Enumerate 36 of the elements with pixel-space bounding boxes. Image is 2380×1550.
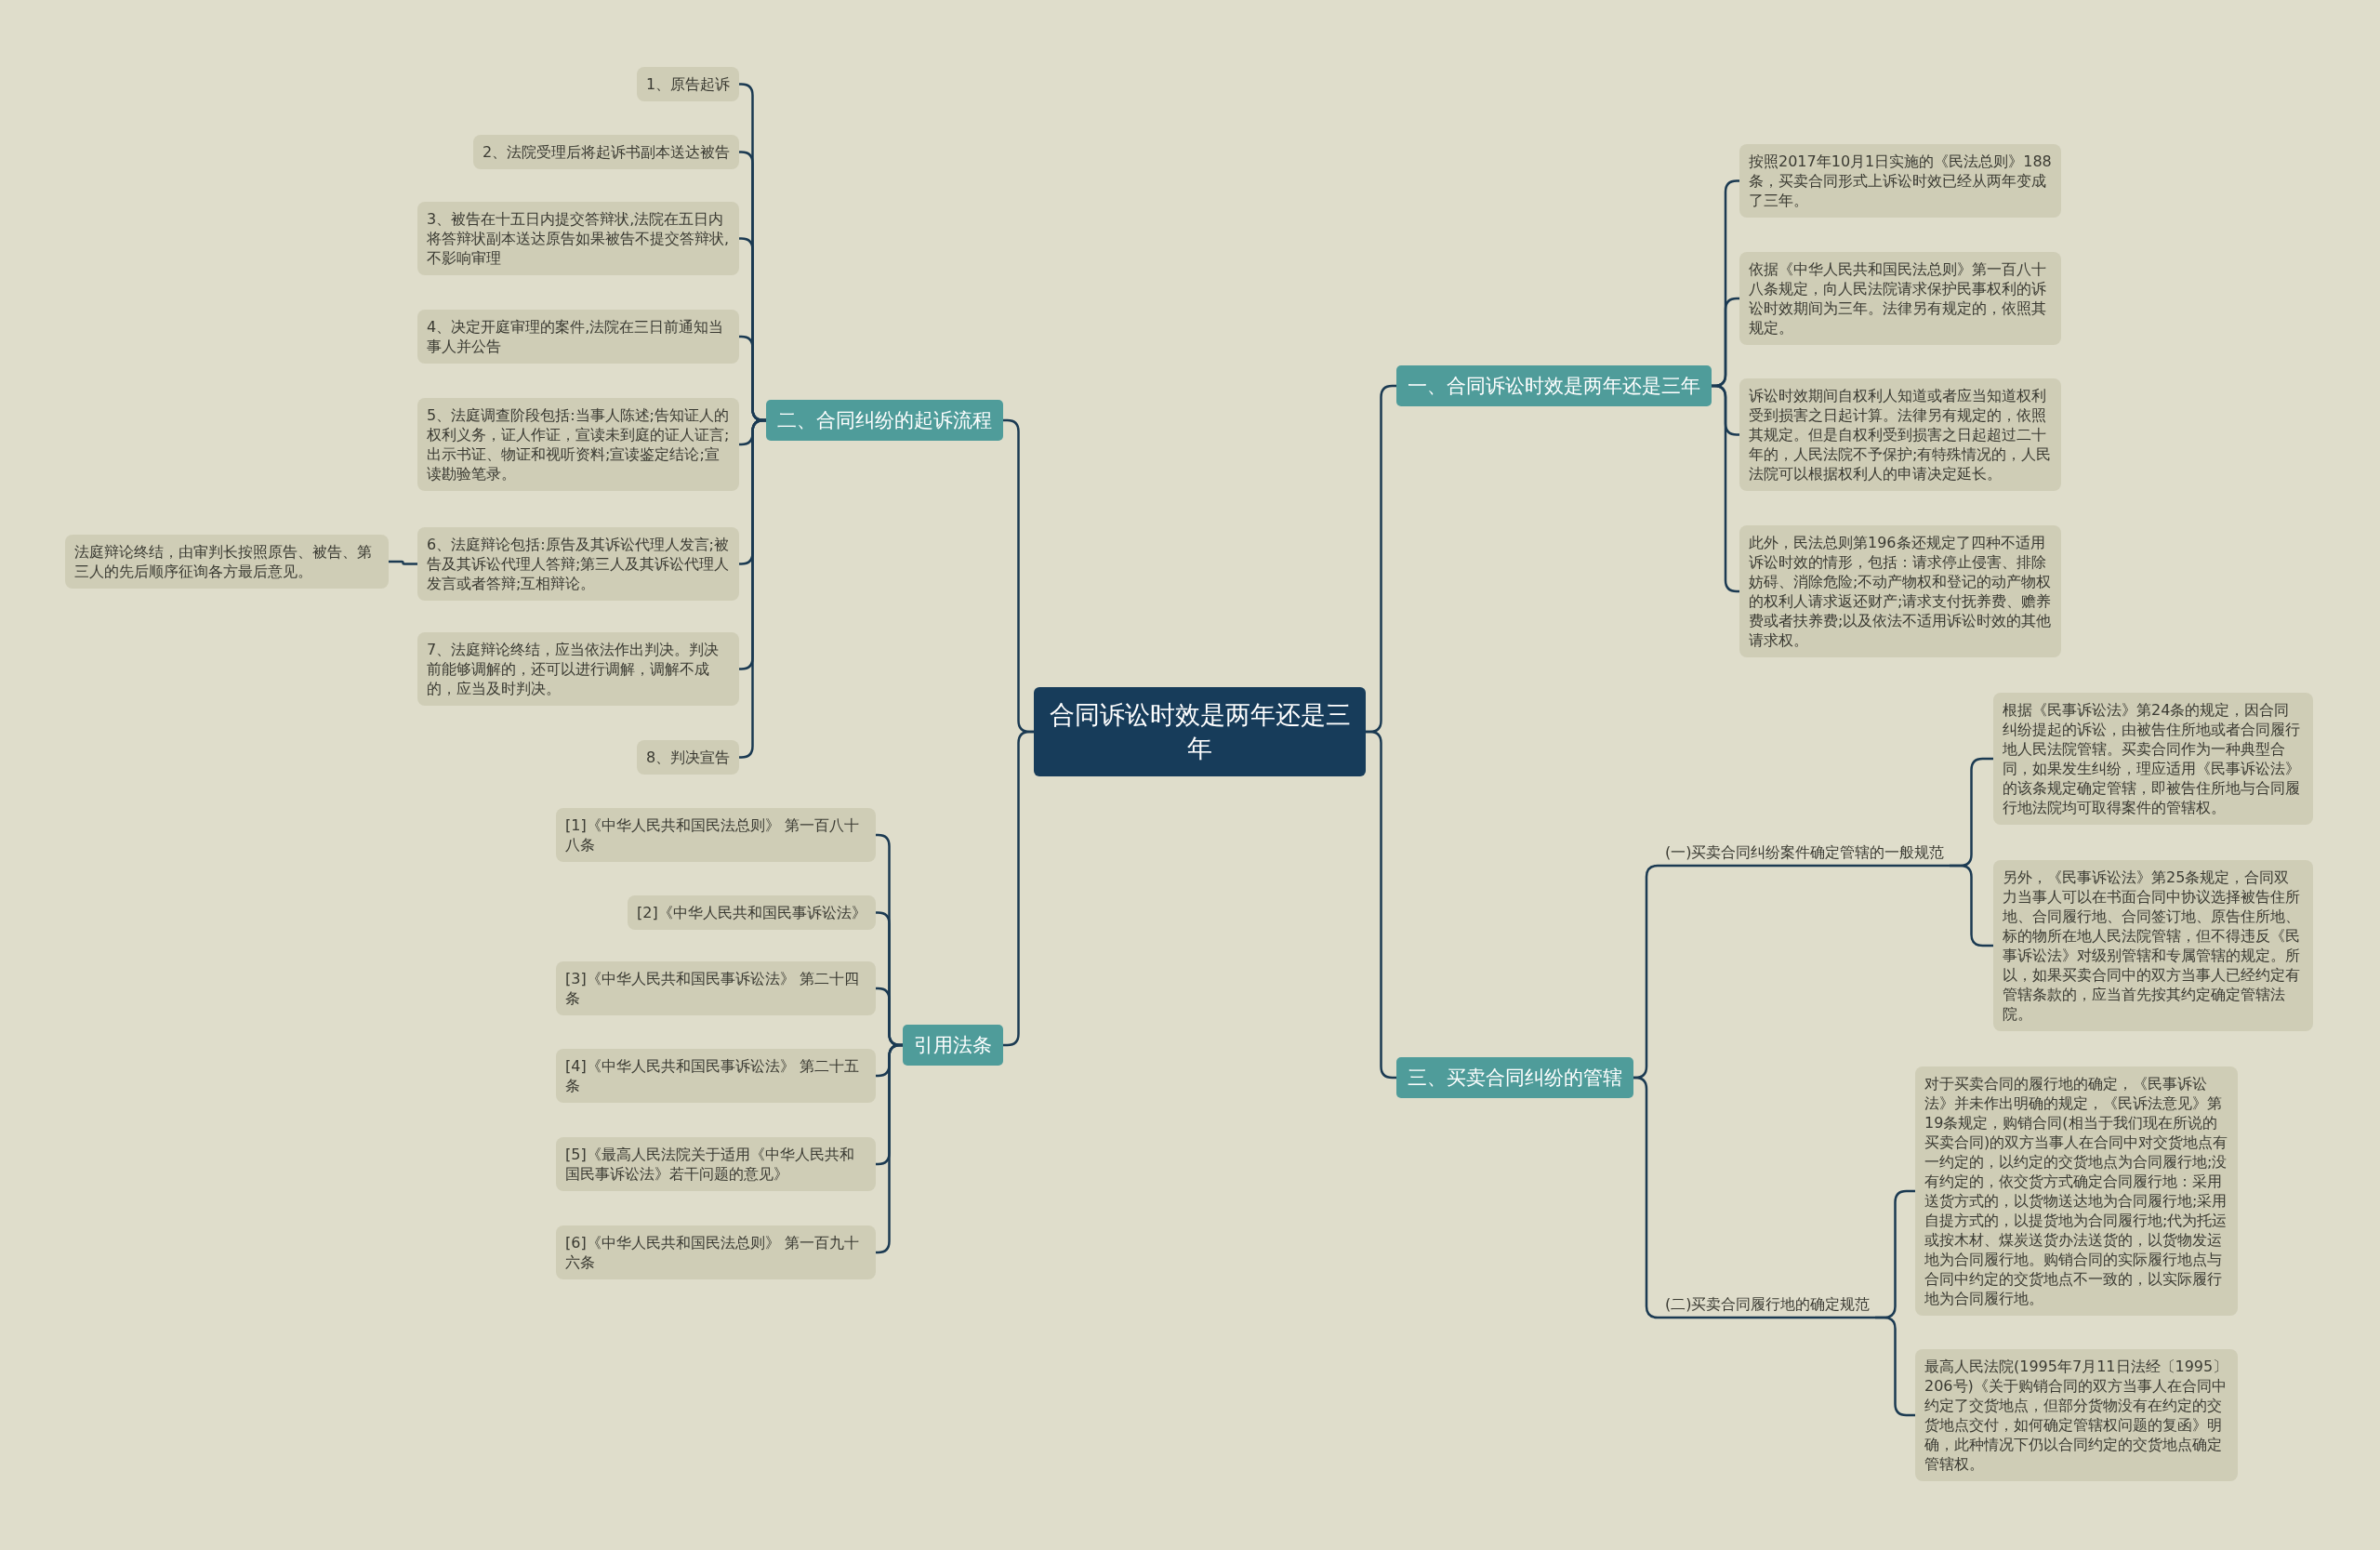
- note-box: 4、决定开庭审理的案件,法院在三日前通知当事人并公告: [417, 310, 739, 364]
- note-box: [4]《中华人民共和国民事诉讼法》 第二十五条: [556, 1049, 876, 1103]
- note-box: 依据《中华人民共和国民法总则》第一百八十八条规定，向人民法院请求保护民事权利的诉讼时效期间为三年。法律另有规定的，依照其规定。: [1739, 252, 2061, 345]
- note-box: [3]《中华人民共和国民事诉讼法》 第二十四条: [556, 961, 876, 1015]
- note-box: 最高人民法院(1995年7月11日法经〔1995〕206号)《关于购销合同的双方当事人在合同中约定了交货地点，但部分货物没有在约定的交货地点交付，如何确定管辖权问题的复函》明确，此种情况下仍以合同约定的交货地点确定管辖权。: [1915, 1349, 2238, 1481]
- connector-line: [389, 560, 417, 565]
- central-topic-box: 合同诉讼时效是两年还是三年: [1034, 687, 1366, 776]
- note-box: 7、法庭辩论终结，应当依法作出判决。判决前能够调解的，还可以进行调解，调解不成的，应当及时判决。: [417, 631, 739, 706]
- note-box: 按照2017年10月1日实施的《民法总则》188条，买卖合同形式上诉讼时效已经从两年变成了三年。: [1739, 143, 2061, 218]
- note-box: 6、法庭辩论包括:原告及其诉讼代理人发言;被告及其诉讼代理人答辩;第三人及其诉讼代理人发言或者答辩;互相辩论。: [417, 526, 739, 601]
- subtopic-label: (一)买卖合同纠纷案件确定管辖的一般规范: [1659, 838, 1950, 866]
- note-box: [1]《中华人民共和国民法总则》 第一百八十八条: [556, 808, 876, 862]
- note-box: 法庭辩论终结，由审判长按照原告、被告、第三人的先后顺序征询各方最后意见。: [65, 535, 389, 589]
- note-box: [6]《中华人民共和国民法总则》 第一百九十六条: [556, 1225, 876, 1279]
- connector-line: [876, 1043, 903, 1254]
- connector-line: [1633, 1076, 1659, 1319]
- subtopic-label: (二)买卖合同履行地的确定规范: [1659, 1290, 1876, 1318]
- branch-box: 一、合同诉讼时效是两年还是三年: [1396, 365, 1712, 406]
- note-box: 此外，民法总则第196条还规定了四种不适用诉讼时效的情形，包括：请求停止侵害、排除妨碍、消除危险;不动产物权和登记的动产物权的权利人请求返还财产;请求支付抚养费、赡养费或者扶养费;以及依法不适用诉讼时效的其他请求权。: [1739, 525, 2061, 657]
- connector-line: [1950, 864, 1993, 947]
- note-box: 3、被告在十五日内提交答辩状,法院在五日内将答辩状副本送达原告如果被告不提交答辩状,不影响审理: [417, 201, 739, 275]
- note-box: 根据《民事诉讼法》第24条的规定，因合同纠纷提起的诉讼，由被告住所地或者合同履行地人民法院管辖。买卖合同作为一种典型合同，如果发生纠纷，理应适用《民事诉讼法》的该条规定确定管辖，即被告住所地与合同履行地法院均可取得案件的管辖权。: [1993, 693, 2313, 825]
- branch-box: 二、合同纠纷的起诉流程: [766, 400, 1003, 441]
- note-box: 1、原告起诉: [637, 66, 740, 101]
- connector-line: [738, 418, 767, 759]
- note-box: 2、法院受理后将起诉书副本送达被告: [473, 134, 740, 169]
- branch-box: 引用法条: [903, 1025, 1003, 1066]
- branch-box: 三、买卖合同纠纷的管辖: [1396, 1057, 1633, 1098]
- note-box: 诉讼时效期间自权利人知道或者应当知道权利受到损害之日起计算。法律另有规定的，依照其规定。但是自权利受到损害之日起超过二十年的，人民法院不予保护;有特殊情况的，人民法院可以根据权利人的申请决定延长。: [1739, 378, 2061, 491]
- note-box: 对于买卖合同的履行地的确定，《民事诉讼法》并未作出明确的规定，《民诉法意见》第19条规定，购销合同(相当于我们现在所说的买卖合同)的双方当事人在合同中对交货地点有一约定的，以约定的交货地点为合同履行地;没有约定的，依交货方式确定合同履行地：采用送货方式的，以货物送达地为合同履行地;采用自提方式的，以提货地为合同履行地;代为托运或按木材、煤炭送货办法送货的，以货物发运地为合同履行地。购销合同的实际履行地点与合同中约定的交货地点不一致的，以实际履行地为合同履行地。: [1915, 1066, 2238, 1316]
- note-box: [5]《最高人民法院关于适用《中华人民共和国民事诉讼法》若干问题的意见》: [556, 1137, 876, 1191]
- note-box: 5、法庭调查阶段包括:当事人陈述;告知证人的权利义务，证人作证，宣读未到庭的证人证言;出示书证、物证和视听资料;宣读鉴定结论;宣读勘验笔录。: [417, 398, 739, 491]
- note-box: 另外，《民事诉讼法》第25条规定，合同双力当事人可以在书面合同中协议选择被告住所地、合同履行地、合同签订地、原告住所地、标的物所在地人民法院管辖，但不得违反《民事诉讼法》对级别管辖和专属管辖的规定。所以，如果买卖合同中的双方当事人已经约定有管辖条款的，应当首先按其约定确定管辖法院。: [1993, 860, 2313, 1031]
- note-box: [2]《中华人民共和国民事诉讼法》: [628, 894, 876, 930]
- note-box: 8、判决宣告: [637, 739, 740, 775]
- connector-line: [1875, 1316, 1915, 1417]
